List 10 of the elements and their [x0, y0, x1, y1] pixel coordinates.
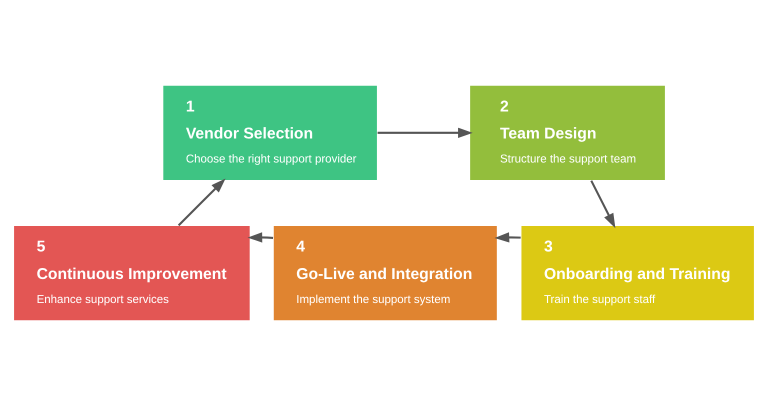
arrow [178, 178, 226, 226]
arrow [590, 180, 616, 228]
node-box: 3 Onboarding and Training Train the support staff [520, 224, 755, 321]
arrow [494, 232, 521, 242]
arrow [248, 232, 274, 242]
node-box: 2 Team Design Structure the support team [469, 84, 666, 180]
node-box: 4 Go-Live and Integration Implement the support system [272, 224, 498, 321]
arrow [378, 127, 473, 138]
node-box: 1 Vendor Selection Choose the right support provider [162, 84, 378, 180]
node-box: 5 Continuous Improvement Enhance support services [13, 224, 251, 321]
